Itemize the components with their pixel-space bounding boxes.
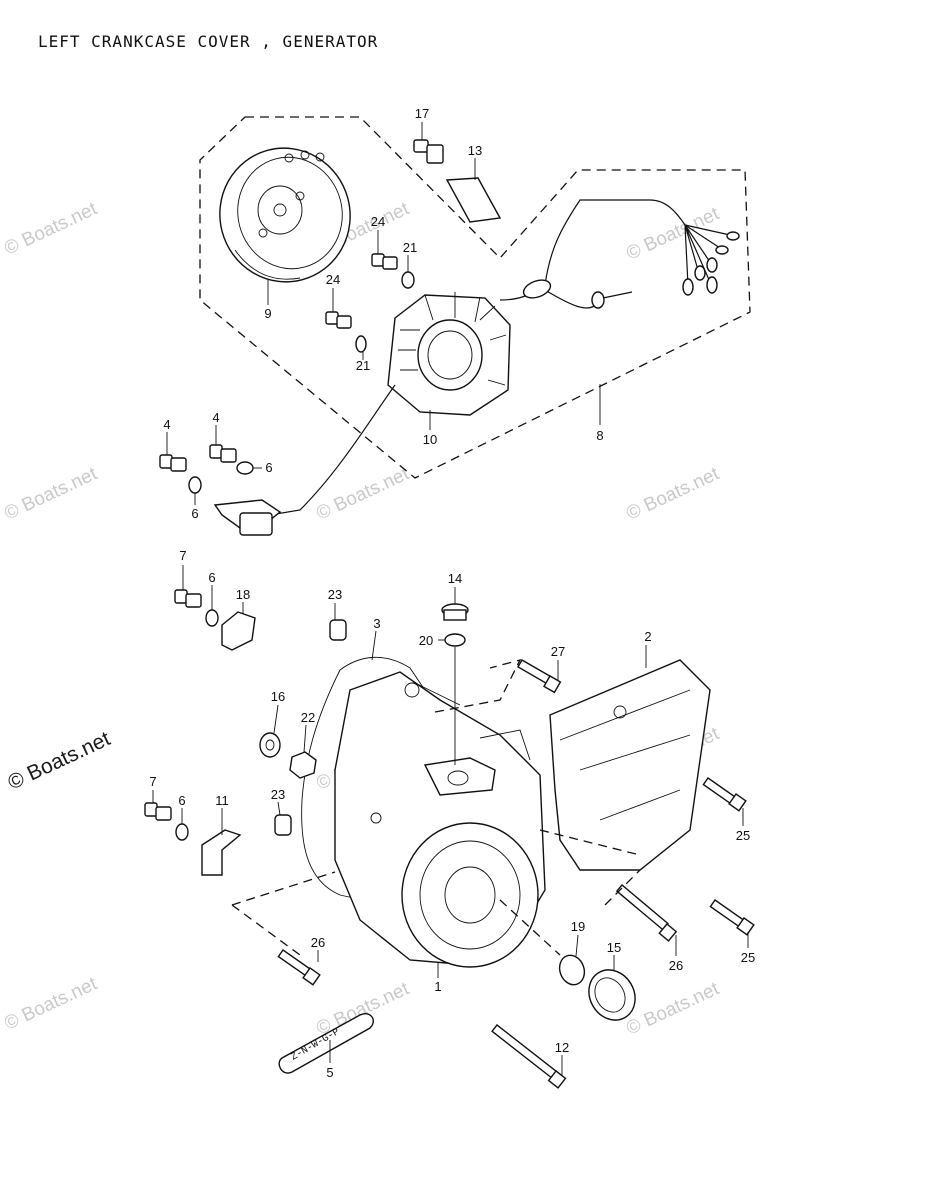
- washer-6-right: [236, 461, 254, 475]
- callout-2: 2: [644, 629, 651, 644]
- screw-4-right: [209, 444, 237, 463]
- callout-24: 24: [326, 272, 340, 287]
- bolt-26-right: [615, 884, 678, 942]
- callout-6: 6: [191, 506, 198, 521]
- callout-22: 22: [301, 710, 315, 725]
- watermark: © Boats.net: [623, 463, 723, 524]
- callout-26: 26: [311, 935, 325, 950]
- stator: [387, 292, 511, 416]
- dowel-pin-23-lower: [274, 814, 292, 836]
- callout-11: 11: [215, 793, 229, 808]
- spacer-13: [445, 177, 502, 223]
- callout-19: 19: [571, 919, 585, 934]
- plug-cap-15: [588, 969, 636, 1021]
- callout-25: 25: [741, 950, 755, 965]
- callout-8: 8: [596, 428, 603, 443]
- callout-20: 20: [419, 633, 433, 648]
- bolt-27: [517, 659, 562, 694]
- left-crankcase-cover-1: [334, 671, 546, 968]
- callout-labels: 17 13 24 21 24 21 9 10 8 4 4 6 6 7 6 18 …: [149, 106, 755, 1080]
- watermark: © Boats.net: [1, 463, 101, 524]
- wire-harness: [213, 199, 740, 536]
- callout-23: 23: [328, 587, 342, 602]
- callout-9: 9: [264, 306, 271, 321]
- callout-12: 12: [555, 1040, 569, 1055]
- clamp-18: [221, 611, 256, 651]
- watermark-dark: © Boats.net: [4, 727, 114, 794]
- callout-14: 14: [448, 571, 462, 586]
- watermark: © Boats.net: [313, 463, 413, 524]
- watermark: © Boats.net: [623, 203, 723, 264]
- callout-21: 21: [356, 358, 370, 373]
- callout-16: 16: [271, 689, 285, 704]
- callout-18: 18: [236, 587, 250, 602]
- bolt-25-lower: [709, 899, 755, 936]
- washer-21-upper: [401, 271, 415, 289]
- callout-6: 6: [208, 570, 215, 585]
- watermark: © Boats.net: [1, 198, 101, 259]
- callout-3: 3: [373, 616, 380, 631]
- washer-6-left: [188, 476, 202, 494]
- callout-10: 10: [423, 432, 437, 447]
- screw-24-lower: [325, 311, 352, 329]
- callout-7: 7: [149, 774, 156, 789]
- callout-21: 21: [403, 240, 417, 255]
- washer-6-upper: [205, 609, 219, 627]
- flywheel-rotor: [219, 147, 351, 283]
- callout-15: 15: [607, 940, 621, 955]
- o-ring-19: [558, 954, 586, 986]
- o-ring-20: [444, 633, 466, 647]
- sprocket-cover-2: [549, 659, 711, 871]
- screw-7-lower: [144, 802, 172, 821]
- washer-6-lower: [175, 823, 189, 841]
- callout-13: 13: [468, 143, 482, 158]
- oil-filler-cap-14: [441, 603, 469, 621]
- leader-lines: [152, 122, 749, 1075]
- callout-27: 27: [551, 644, 565, 659]
- bolt-25-upper: [702, 777, 747, 812]
- clamp-11: [201, 829, 242, 876]
- callout-23: 23: [271, 787, 285, 802]
- washer-16: [259, 732, 281, 758]
- callout-6: 6: [265, 460, 272, 475]
- callout-25: 25: [736, 828, 750, 843]
- assembly-dash-lines: [231, 647, 641, 956]
- screw-7-upper: [174, 589, 202, 608]
- washer-21-lower: [355, 335, 367, 353]
- callout-26: 26: [669, 958, 683, 973]
- bolt-17: [413, 139, 444, 164]
- callout-7: 7: [179, 548, 186, 563]
- callout-24: 24: [371, 214, 385, 229]
- dowel-pin-23-upper: [329, 619, 347, 641]
- page-title: LEFT CRANKCASE COVER , GENERATOR: [38, 32, 379, 51]
- watermark: © Boats.net: [1, 973, 101, 1034]
- callout-5: 5: [326, 1065, 333, 1080]
- bolt-12: [491, 1024, 567, 1089]
- nut-22: [289, 751, 317, 779]
- watermark: © Boats.net: [623, 978, 723, 1039]
- bolt-26-left: [277, 949, 321, 986]
- callout-4: 4: [163, 417, 170, 432]
- assembly-boundary-8: [199, 116, 751, 479]
- screw-24-upper: [371, 253, 398, 270]
- callout-1: 1: [434, 979, 441, 994]
- screw-4-left: [159, 454, 187, 472]
- callout-17: 17: [415, 106, 429, 121]
- callout-4: 4: [212, 410, 219, 425]
- callout-6: 6: [178, 793, 185, 808]
